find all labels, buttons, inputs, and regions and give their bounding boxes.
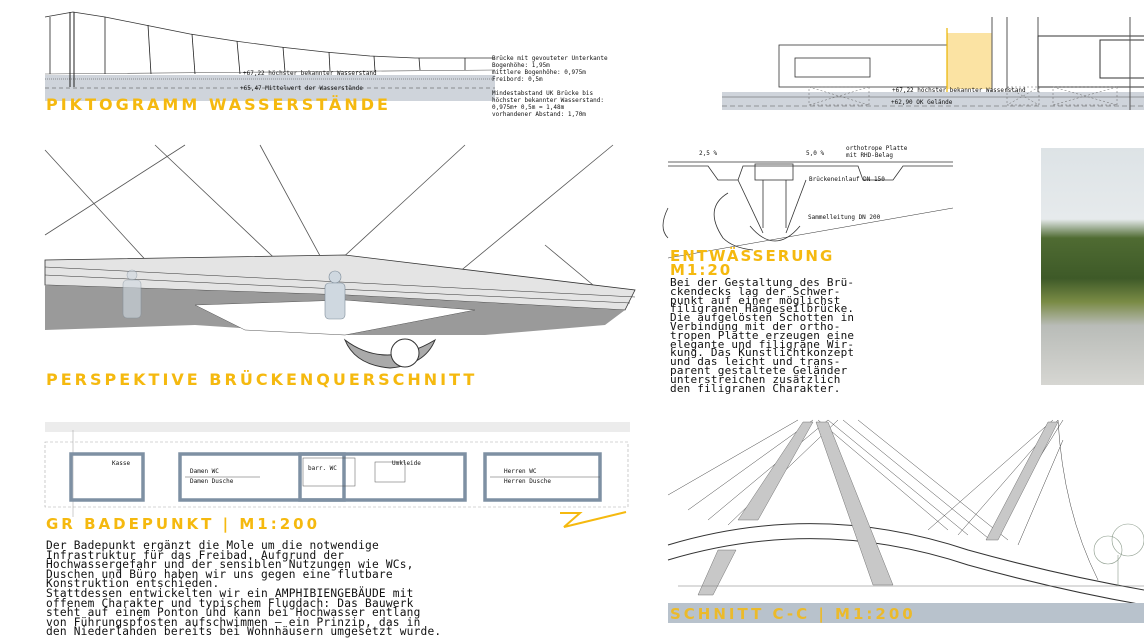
section-title: SCHNITT C-C | M1:200 (670, 605, 916, 623)
inlet-label: Brückeneinlauf DN 150 (809, 176, 885, 183)
elevation-drawing (722, 17, 1144, 110)
floorplan-text: Der Badepunkt ergänzt die Mole um die no… (46, 539, 442, 639)
elevation-level-high-label: +67,22 höchster bekannter Wasserstand (892, 87, 1026, 94)
pictogram-notes: Brücke mit gevouteter Unterkante Bogenhö… (492, 55, 608, 118)
room-kasse: Kasse (112, 460, 131, 467)
floorplan-drawing (44, 422, 630, 517)
floorplan-title: GR BADEPUNKT | M1:200 (46, 515, 321, 533)
bridge-photo (1041, 148, 1144, 385)
room-damen-wc: Damen WC (190, 468, 219, 475)
north-arrow-icon (560, 511, 627, 528)
room-herren-dusche: Herren Dusche (504, 478, 551, 485)
room-umkleide: Umkleide (392, 460, 421, 467)
slope-right-label: 5,0 % (806, 150, 825, 157)
room-barr-wc: barr. WC (308, 465, 337, 472)
drainage-title-line1: ENTWÄSSERUNG (670, 247, 835, 265)
pictogram-title: PIKTOGRAMM WASSERSTÄNDE (46, 95, 391, 114)
pipe-label: Sammelleitung DN 200 (808, 214, 881, 221)
room-herren-wc: Herren WC (504, 468, 537, 475)
perspective-title: PERSPEKTIVE BRÜCKENQUERSCHNITT (46, 370, 478, 389)
plate-label: orthotrope Platte mit RHD-Belag (846, 145, 908, 159)
perspective-bridge-drawing (44, 144, 636, 369)
level-mean-label: +65,47 Mittelwert der Wasserstände (240, 85, 363, 92)
drainage-text: Bei der Gestaltung des Brü- ckendecks la… (670, 276, 855, 395)
elevation-level-ground-label: +62,90 OK Gelände (891, 99, 953, 106)
room-damen-dusche: Damen Dusche (190, 478, 234, 485)
drainage-detail-drawing (662, 161, 954, 259)
level-high-label: +67,22 höchster bekannter Wasserstand (243, 70, 377, 77)
section-drawing (667, 419, 1144, 623)
drainage-title-line2: M1:20 (670, 261, 733, 279)
slope-left-label: 2,5 % (699, 150, 718, 157)
pictogram-bridge-drawing (44, 11, 496, 101)
